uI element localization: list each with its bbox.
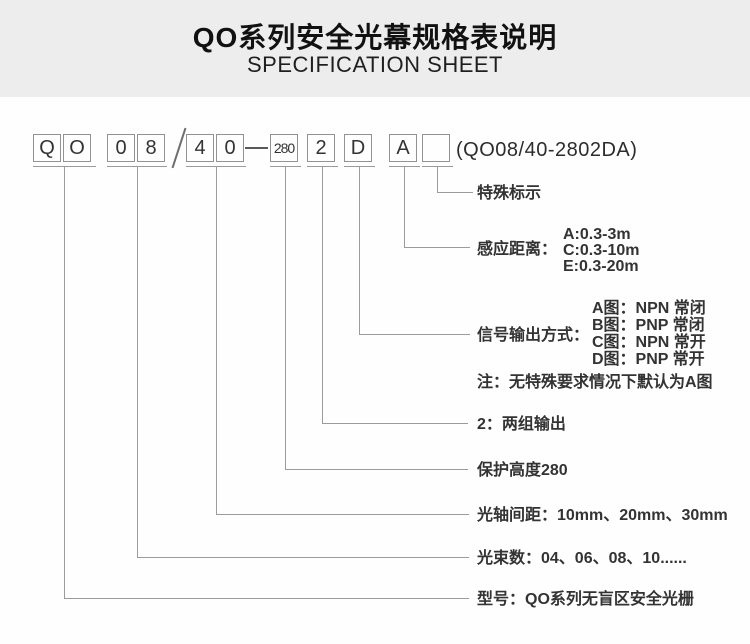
full-model-code: (QO08/40-2802DA) (456, 139, 638, 161)
model-code-box-a: A (389, 134, 417, 162)
callout-signal-output-note: 注：无特殊要求情况下默认为A图 (477, 374, 713, 391)
sensing-option-a: A:0.3-3m (563, 226, 631, 243)
model-code-box-2: 2 (307, 134, 335, 162)
connector-vline-beams (137, 167, 138, 558)
model-code-box-280: 280 (270, 134, 298, 162)
callout-axis-pitch: 光轴间距：10mm、20mm、30mm (477, 507, 728, 524)
callout-special-mark: 特殊标示 (477, 185, 542, 202)
underline-280 (270, 166, 301, 167)
signal-option-d: D图：PNP 常开 (592, 351, 705, 368)
callout-signal-output-label: 信号输出方式： (477, 327, 590, 344)
sensing-option-e: E:0.3-20m (563, 258, 639, 275)
model-code-box-4: 4 (186, 134, 214, 162)
connector-vline-model (64, 167, 65, 599)
page-title: QO系列安全光幕规格表说明 (192, 22, 558, 53)
underline-40 (186, 166, 246, 167)
callout-signal-output-options: A图：NPN 常闭 B图：PNP 常闭 C图：NPN 常开 D图：PNP 常开 (592, 300, 706, 368)
callout-output-groups: 2：两组输出 (477, 416, 566, 433)
underline-2 (307, 166, 338, 167)
connector-hline-signal (359, 334, 470, 335)
model-code-box-d: D (344, 134, 372, 162)
model-code-box-8: 8 (137, 134, 165, 162)
connector-hline-special (437, 192, 473, 193)
underline-special (422, 166, 453, 167)
callout-model-name: 型号：QO系列无盲区安全光栅 (477, 591, 694, 608)
connector-hline-beams (137, 557, 469, 558)
connector-hline-groups (322, 423, 468, 424)
connector-hline-pitch (216, 514, 469, 515)
signal-option-c: C图：NPN 常开 (592, 334, 706, 351)
signal-option-b: B图：PNP 常闭 (592, 317, 705, 334)
connector-hline-model (64, 598, 469, 599)
connector-hline-distance (404, 247, 470, 248)
connector-vline-signal (359, 167, 360, 335)
slash-separator (171, 127, 187, 169)
connector-vline-special (437, 167, 438, 193)
underline-qo (33, 166, 96, 167)
callout-sensing-distance-options: A:0.3-3m C:0.3-10m E:0.3-20m (563, 227, 639, 275)
sensing-option-c: C:0.3-10m (563, 242, 640, 259)
page-subtitle: SPECIFICATION SHEET (246, 52, 503, 77)
connector-vline-height (285, 167, 286, 470)
model-code-box-special (422, 134, 450, 162)
callout-beam-count: 光束数：04、06、08、10...... (477, 550, 687, 567)
model-code-box-0b: 0 (216, 134, 244, 162)
connector-vline-pitch (216, 167, 217, 515)
signal-option-a: A图：NPN 常闭 (592, 300, 706, 317)
model-code-box-q: Q (33, 134, 61, 162)
model-code-box-o: O (63, 134, 91, 162)
header-band (0, 0, 750, 97)
connector-hline-height (285, 469, 468, 470)
callout-sensing-distance-label: 感应距离： (477, 241, 558, 258)
underline-08 (107, 166, 167, 167)
callout-protection-height: 保护高度280 (477, 462, 568, 479)
connector-vline-groups (322, 167, 323, 424)
dash-separator (245, 147, 268, 149)
underline-a (389, 166, 420, 167)
underline-d (344, 166, 375, 167)
connector-vline-distance (404, 167, 405, 248)
model-code-box-0: 0 (107, 134, 135, 162)
